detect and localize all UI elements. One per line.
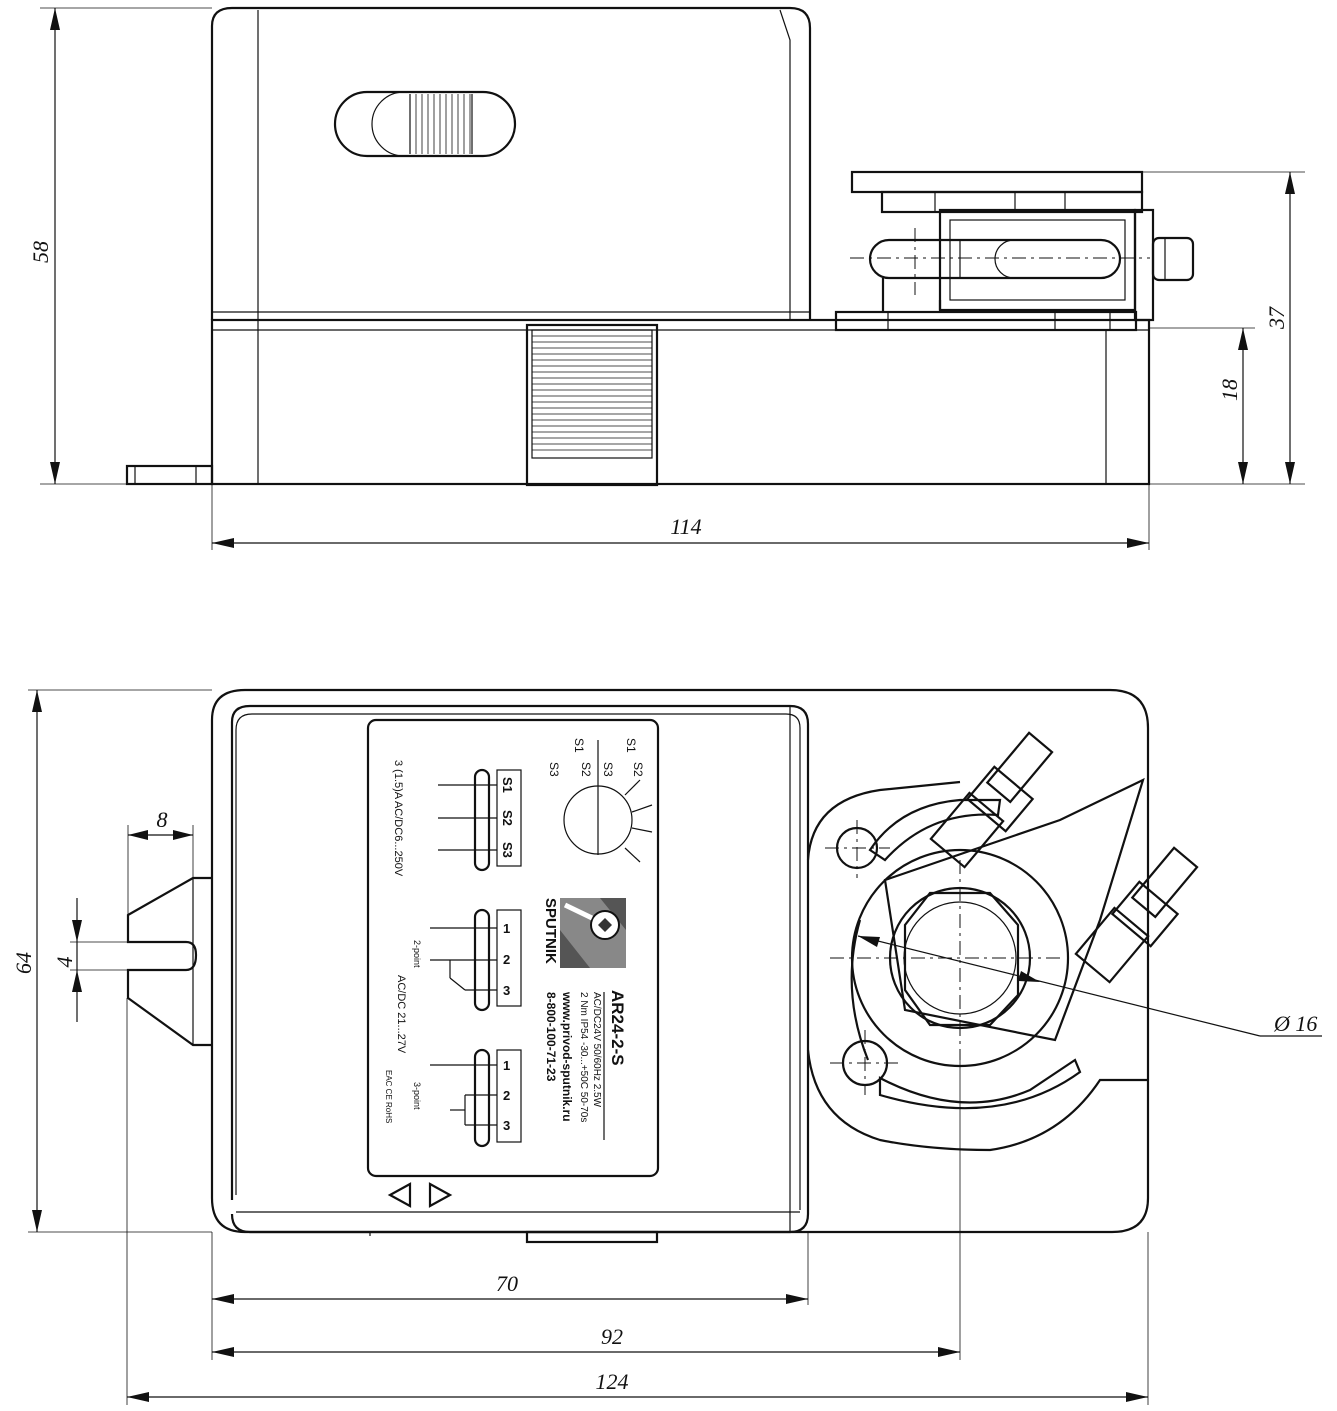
dim-8: 8 (157, 807, 168, 832)
dim-70: 70 (496, 1271, 518, 1296)
bolt-upper (929, 731, 1054, 869)
t2p-2: 2 (503, 952, 510, 967)
sw-b2: S2 (631, 762, 645, 777)
side-elevation-view (125, 6, 1195, 487)
mode-3point: 3-point (412, 1082, 422, 1110)
dim-d16: Ø 16 (1273, 1011, 1317, 1036)
dimension-shaft-diameter: Ø 16 (857, 935, 1322, 1037)
slider-ribs (409, 94, 471, 154)
model-name: AR24-2-S (608, 990, 627, 1066)
wiring-3point: 1 2 3 3-point EAC CE RoHS (384, 1048, 522, 1148)
model-info: AR24-2-S AC/DC24V 50/60Hz 2.5W 2 Nm IP54… (544, 990, 627, 1140)
table-s2: S2 (500, 810, 515, 826)
sw-b3: S3 (601, 762, 615, 777)
dimension-bracket-slot: 8 (127, 807, 194, 915)
t3p-2: 2 (503, 1088, 510, 1103)
dimension-height-total: 58 (28, 7, 212, 485)
t2p-1: 1 (503, 921, 510, 936)
dim-18: 18 (1217, 379, 1242, 401)
sputnik-logo-icon: SPUTNIK (542, 898, 626, 968)
aux-rating: 3 (1.5)A AC/DC6...250V (392, 760, 404, 877)
certifications: EAC CE RoHS (384, 1070, 393, 1123)
sw-a2: S2 (579, 762, 593, 777)
wheel-ribs (532, 335, 652, 451)
dim-114: 114 (670, 514, 701, 539)
mode-2point: 2-point (412, 940, 422, 968)
dimension-width-total: 124 (126, 998, 1149, 1405)
shaft-clamp (806, 731, 1199, 1152)
website: www.privod-sputnik.ru (560, 991, 574, 1122)
plan-view: S1 S2 S3 3 (1.5)A AC/DC6...250V S1 S2 S3… (126, 688, 1199, 1244)
table-s1: S1 (500, 777, 515, 793)
phone: 8-800-100-71-23 (544, 992, 558, 1082)
brand-name: SPUTNIK (542, 898, 559, 964)
dim-64: 64 (11, 952, 36, 974)
dimension-slot-height: 4 (52, 898, 128, 1022)
dim-124: 124 (596, 1369, 629, 1394)
switch-dial: S1 S2 S3 S1 S2 S3 (547, 738, 653, 863)
arrow-right-icon (428, 1182, 453, 1208)
arrow-left-icon (387, 1182, 412, 1208)
spec-line1: AC/DC24V 50/60Hz 2.5W (591, 992, 602, 1108)
wiring-2point: 1 2 3 2-point AC/DC 21...27V (395, 908, 522, 1054)
sw-a1: S1 (572, 738, 586, 753)
t2p-3: 3 (503, 983, 510, 998)
bolt-lower (1074, 846, 1199, 984)
dimension-height-plan: 64 (11, 689, 212, 1233)
dimension-height-shaft: 37 (1142, 171, 1305, 485)
dim-92: 92 (601, 1324, 623, 1349)
dimension-height-base: 18 (1149, 327, 1255, 484)
dimension-width-body: 114 (211, 484, 1150, 550)
sw-a3: S3 (547, 762, 561, 777)
t3p-3: 3 (503, 1118, 510, 1133)
aux-switch-table: S1 S2 S3 3 (1.5)A AC/DC6...250V (392, 760, 522, 877)
dim-4: 4 (52, 957, 77, 968)
spec-line2: 2 Nm IP54 -30...+50C 50-70s (578, 992, 589, 1122)
sw-b1: S1 (624, 738, 638, 753)
supply-voltage: AC/DC 21...27V (395, 975, 407, 1054)
dimension-width-housing: 70 (211, 1232, 809, 1360)
t3p-1: 1 (503, 1058, 510, 1073)
table-s3: S3 (500, 842, 515, 858)
dimension-width-axis: 92 (212, 1060, 961, 1360)
dim-37: 37 (1264, 306, 1289, 330)
dim-58: 58 (28, 241, 53, 263)
